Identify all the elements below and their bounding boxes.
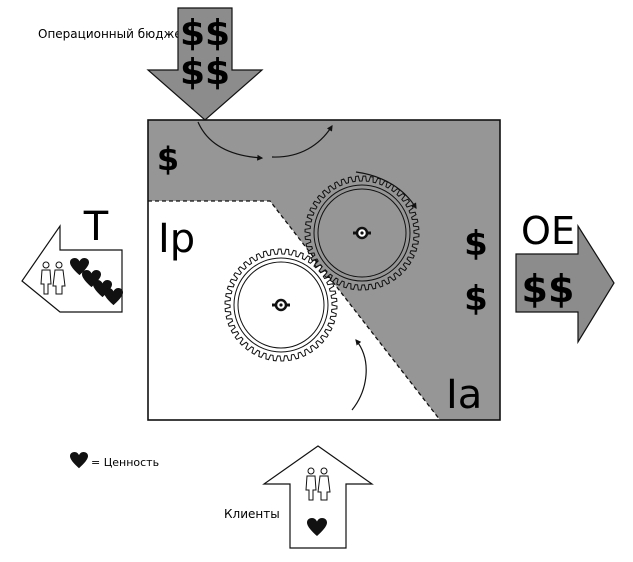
box-dollar-right-1: $ (464, 224, 488, 264)
throughput-label: T (83, 204, 109, 250)
operating-expense-label: OE (521, 209, 575, 253)
heart-icon (93, 280, 112, 298)
box-dollar-top-left: $ (157, 140, 179, 178)
legend: = Ценность (70, 452, 159, 469)
operating-expense-arrow: OE $$ (515, 209, 615, 345)
customers-label: Клиенты (224, 507, 280, 521)
flow-arrow-top-2 (271, 124, 333, 158)
gear-icon (224, 248, 338, 362)
operating-expense-dollars: $$ (522, 267, 575, 311)
heart-icon (104, 288, 123, 306)
budget-label: Операционный бюджет (38, 27, 189, 41)
budget-dollars-bottom: $$ (180, 52, 230, 93)
legend-value-label: = Ценность (91, 456, 159, 469)
flow-arrow-bottom (351, 339, 367, 411)
customers-arrow (262, 445, 374, 549)
throughput-arrow: T (21, 204, 123, 313)
gear-icon (304, 175, 420, 291)
people-icon (305, 467, 331, 501)
inventory-active-label: Ia (446, 372, 482, 418)
heart-icon (70, 258, 89, 276)
inventory-passive-label: Ip (158, 216, 195, 262)
budget-dollars-top: $$ (180, 13, 230, 54)
box-dollar-right-2: $ (464, 279, 488, 319)
flow-arrow-top-1 (197, 121, 264, 161)
budget-arrow: $$ $$ (146, 7, 264, 121)
people-icon (40, 261, 66, 295)
heart-icon (70, 452, 88, 469)
heart-icon (307, 518, 327, 536)
heart-icon (82, 270, 101, 288)
